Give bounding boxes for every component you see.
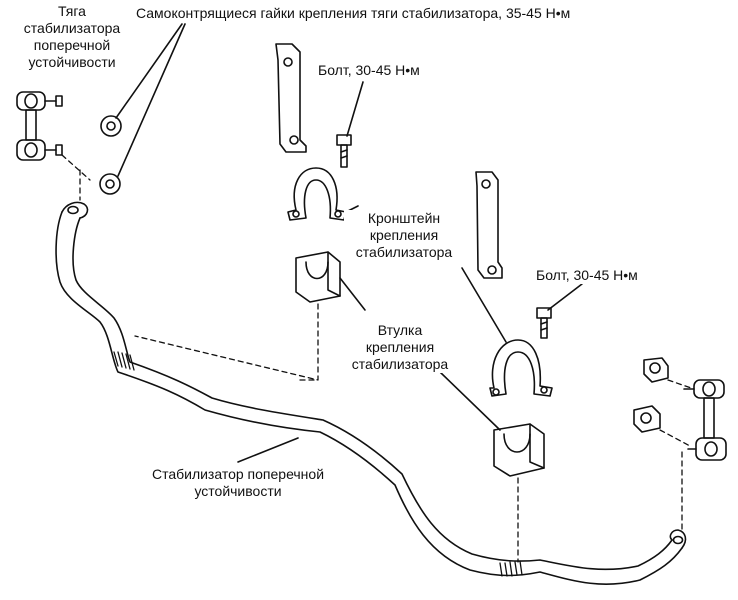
clamp-right bbox=[461, 267, 553, 397]
bracket-left bbox=[275, 43, 307, 153]
bushing-left bbox=[295, 251, 366, 311]
nut-right-lower bbox=[633, 405, 661, 433]
lock-nut-lower bbox=[99, 173, 121, 195]
label-bracket: Кронштейн крепления стабилизатора bbox=[344, 210, 464, 261]
bushing-right bbox=[439, 371, 545, 477]
bolt-right bbox=[536, 283, 583, 339]
stabilizer-link-right bbox=[683, 379, 727, 461]
label-bolt-right: Болт, 30-45 Н•м bbox=[536, 267, 638, 284]
label-stabilizer-bar: Стабилизатор поперечной устойчивости bbox=[118, 466, 358, 500]
label-bolt-left: Болт, 30-45 Н•м bbox=[318, 62, 420, 79]
stabilizer-bar bbox=[55, 201, 687, 585]
bracket-right bbox=[475, 171, 503, 279]
label-bushing: Втулка крепления стабилизатора bbox=[335, 322, 465, 373]
nut-right-upper bbox=[643, 357, 669, 383]
nut-leader-lines bbox=[115, 23, 186, 177]
label-stabilizer-link: Тяга стабилизатора поперечной устойчивос… bbox=[2, 3, 142, 71]
stabilizer-link-left bbox=[16, 91, 63, 161]
lock-nut-upper bbox=[100, 115, 122, 137]
label-lock-nuts: Самоконтрящиеся гайки крепления тяги ста… bbox=[136, 5, 571, 22]
bolt-left bbox=[336, 81, 364, 168]
